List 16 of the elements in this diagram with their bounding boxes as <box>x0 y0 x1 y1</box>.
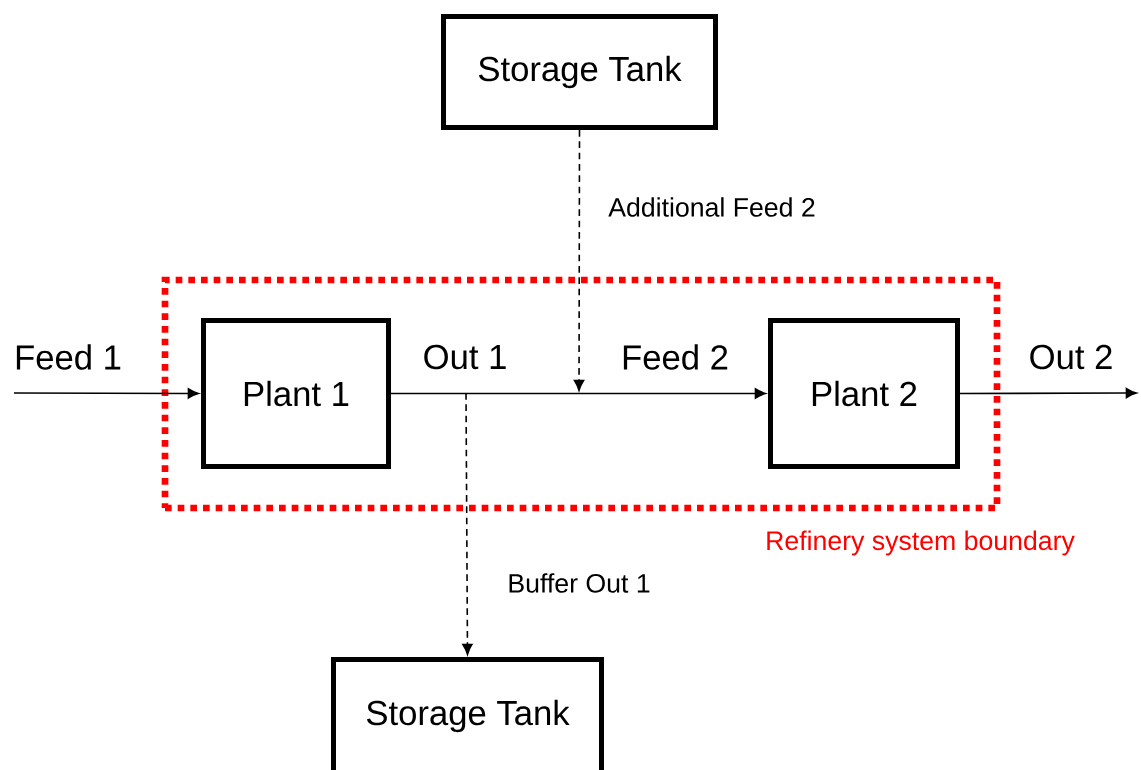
edge-label: Feed 1 <box>12 342 124 372</box>
arrow <box>573 129 585 391</box>
process-box: Storage Tank <box>441 14 718 130</box>
node-label: Refinery system boundary <box>767 530 1075 556</box>
edge-label: Out 2 <box>1027 343 1115 371</box>
edge-label: Additional Feed 2 <box>606 195 818 219</box>
process-box: Plant 1 <box>201 318 391 469</box>
arrow <box>13 388 200 399</box>
edge-label: Buffer Out 1 <box>506 571 652 595</box>
process-box: Plant 2 <box>768 318 960 469</box>
edge-label: Feed 2 <box>619 342 731 372</box>
arrow <box>462 392 473 655</box>
arrow <box>390 388 766 399</box>
process-box: Storage Tank <box>331 657 604 770</box>
arrow <box>959 387 1137 399</box>
flow-label: Out 1 <box>421 343 509 371</box>
